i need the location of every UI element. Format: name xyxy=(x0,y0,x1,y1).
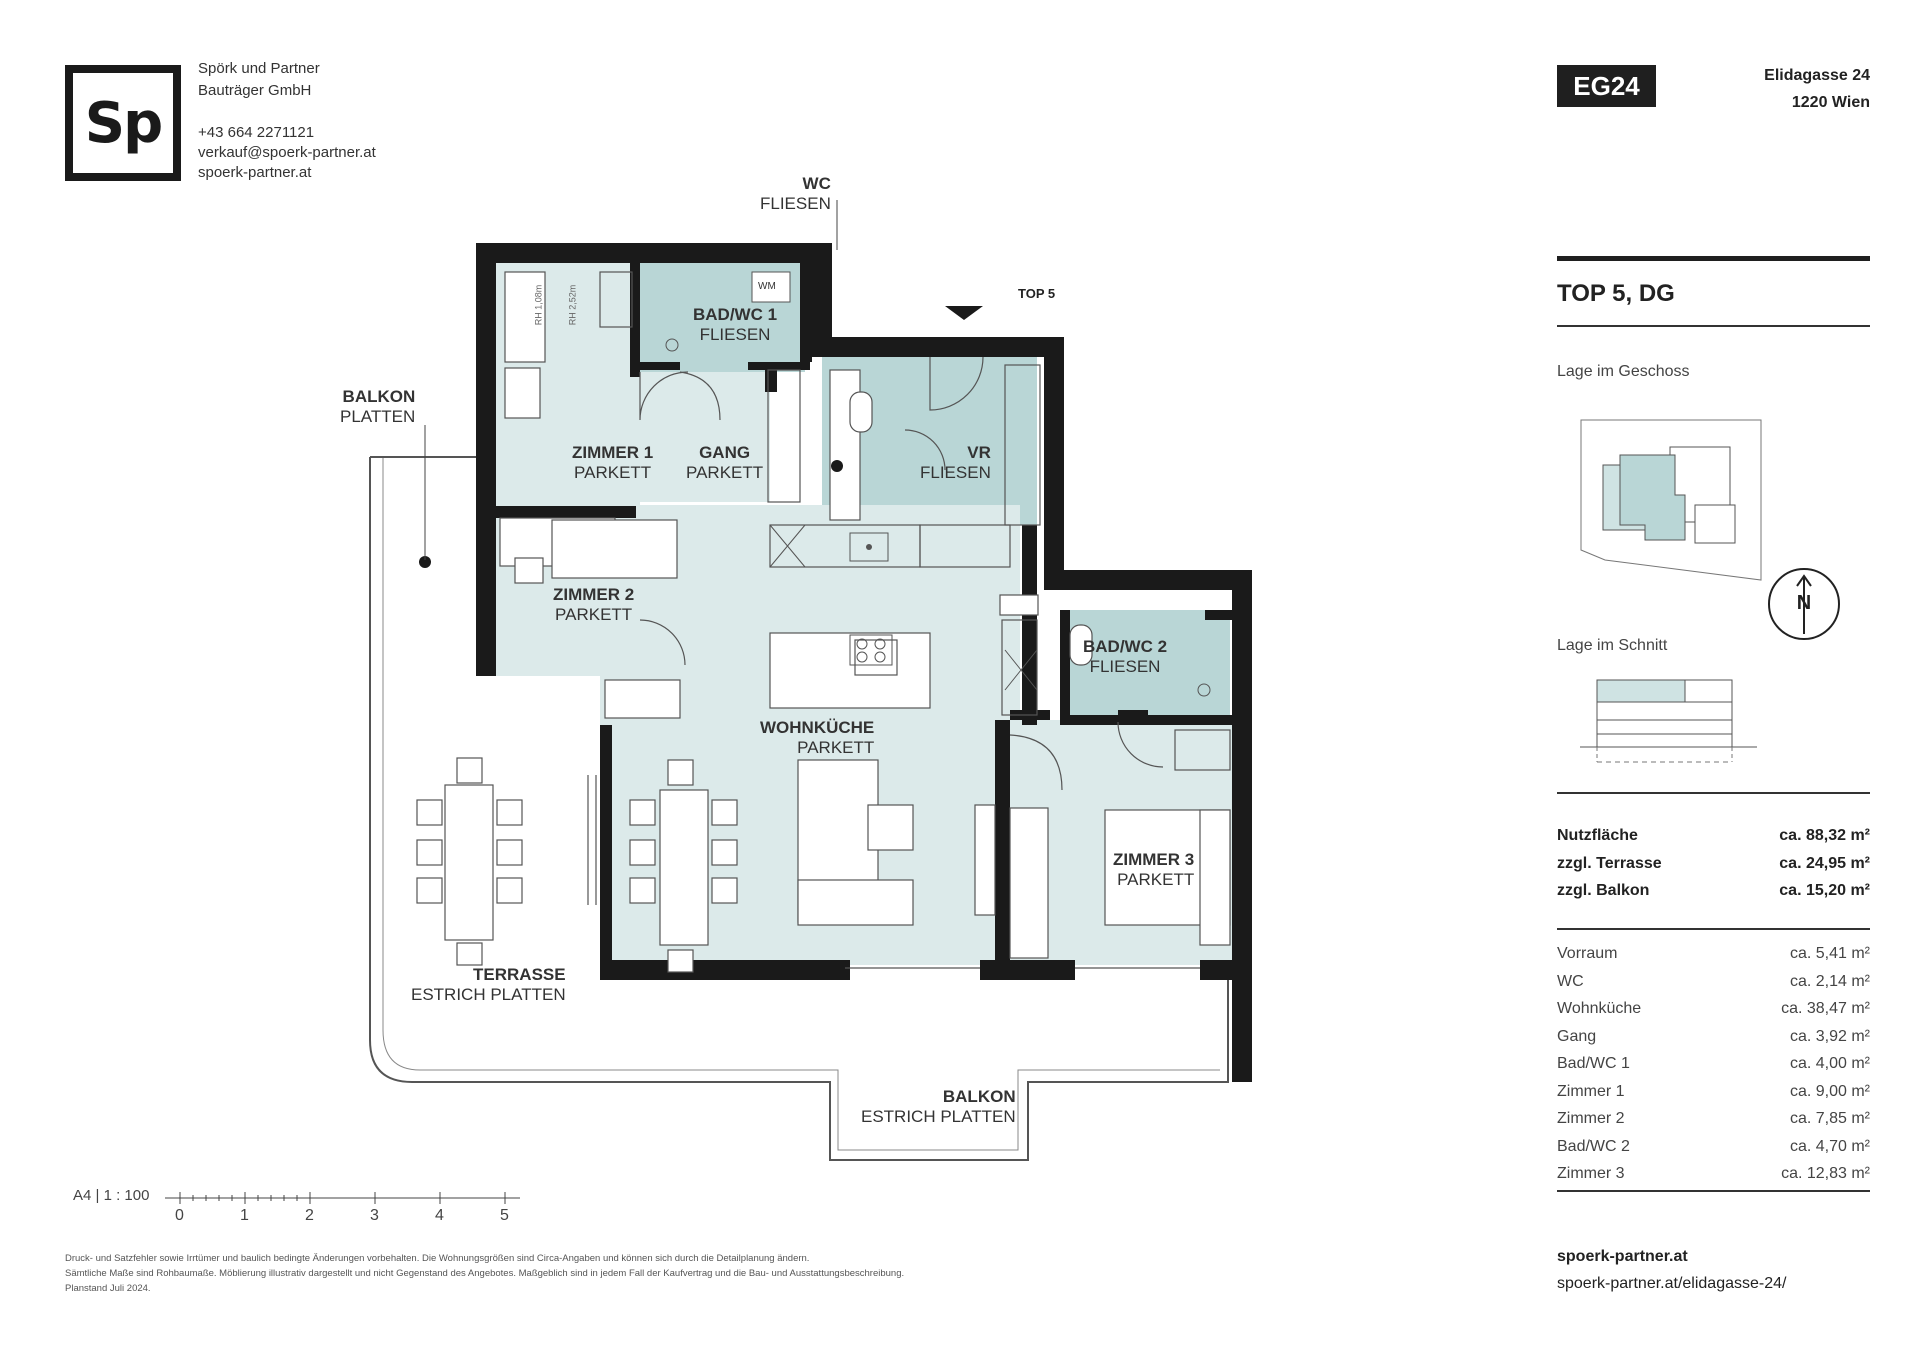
disclaimer-line2: Sämtliche Maße sind Rohbaumaße. Möblieru… xyxy=(65,1268,905,1279)
project-badge: EG24 xyxy=(1557,65,1656,107)
area-label: Vorraum xyxy=(1557,945,1618,962)
area-label: Wohnküche xyxy=(1557,1000,1642,1017)
floor-location-diagram xyxy=(1580,419,1762,581)
company-name-line1: Spörk und Partner xyxy=(198,60,320,77)
area-value: ca. 2,14 m² xyxy=(1789,972,1870,990)
area-label: Zimmer 3 xyxy=(1557,1165,1625,1182)
scale-tick-1: 1 xyxy=(240,1207,249,1224)
section-location-diagram xyxy=(1580,679,1757,763)
area-row: Zimmer 2 ca. 7,85 m² xyxy=(1557,1105,1870,1133)
area-row: Bad/WC 2 ca. 4,70 m² xyxy=(1557,1133,1870,1161)
company-name-line2: Bauträger GmbH xyxy=(198,82,312,99)
project-address: Elidagasse 24 1220 Wien xyxy=(1700,62,1870,116)
company-phone: +43 664 2271121 xyxy=(198,124,315,141)
area-value: ca. 3,92 m² xyxy=(1789,1027,1870,1045)
area-label: WC xyxy=(1557,972,1584,990)
disclaimer: Druck- und Satzfehler sowie Irrtümer und… xyxy=(65,1251,1065,1296)
area-row: Gang ca. 3,92 m² xyxy=(1557,1023,1870,1051)
company-name: Spörk und Partner Bauträger GmbH xyxy=(198,58,320,102)
entry-label: TOP 5 xyxy=(1018,286,1056,301)
area-label: Zimmer 2 xyxy=(1557,1110,1625,1127)
area-row: Bad/WC 1 ca. 4,00 m² xyxy=(1557,1050,1870,1078)
area-row: Wohnküche ca. 38,47 m² xyxy=(1557,995,1870,1023)
areas-rooms-list: Vorraum ca. 5,41 m² WC ca. 2,14 m² Wohnküche… xyxy=(1557,940,1870,1188)
area-label: zzgl. Balkon xyxy=(1557,882,1650,899)
footer-url-link[interactable]: spoerk-partner.at/elidagasse-24/ xyxy=(1557,1275,1787,1292)
scale-tick-4: 4 xyxy=(435,1207,444,1224)
area-label: Zimmer 1 xyxy=(1557,1082,1625,1100)
company-contact: +43 664 2271121 verkauf@spoerk-partner.a… xyxy=(198,123,376,183)
areas-middle-rule xyxy=(1557,928,1870,930)
area-value: ca. 15,20 m² xyxy=(1779,882,1870,899)
area-row: Nutzfläche ca. 88,32 m² xyxy=(1557,822,1870,850)
areas-bottom-rule xyxy=(1557,1190,1870,1192)
area-label: Nutzfläche xyxy=(1557,827,1638,844)
disclaimer-line1: Druck- und Satzfehler sowie Irrtümer und… xyxy=(65,1253,810,1264)
disclaimer-line3: Planstand Juli 2024. xyxy=(65,1283,151,1294)
rh-label-2: RH 2,52m xyxy=(567,284,578,326)
company-web: spoerk-partner.at xyxy=(198,164,312,181)
floor-plan xyxy=(369,200,1252,1161)
area-value: ca. 4,00 m² xyxy=(1789,1055,1870,1072)
area-row: Zimmer 1 ca. 9,00 m² xyxy=(1557,1078,1870,1106)
area-label: Bad/WC 1 xyxy=(1557,1055,1630,1072)
address-city: 1220 Wien xyxy=(1791,94,1870,111)
scale-bar xyxy=(165,1192,520,1204)
north-label: N xyxy=(1796,592,1812,614)
logo-text: Sp xyxy=(84,90,163,156)
area-value: ca. 38,47 m² xyxy=(1781,1000,1870,1017)
area-value: ca. 4,70 m² xyxy=(1789,1137,1870,1155)
areas-summary: Nutzfläche ca. 88,32 m² zzgl. Terrasse ca. … xyxy=(1557,822,1870,905)
title-rule xyxy=(1557,256,1870,261)
scale-tick-3: 3 xyxy=(370,1207,379,1224)
address-street: Elidagasse 24 xyxy=(1764,67,1870,84)
area-label: Bad/WC 2 xyxy=(1557,1137,1630,1155)
scale-tick-2: 2 xyxy=(305,1207,314,1224)
company-logo: Sp xyxy=(65,65,181,181)
lage-schnitt-label: Lage im Schnitt xyxy=(1557,637,1668,654)
company-email: verkauf@spoerk-partner.at xyxy=(198,144,376,161)
areas-top-rule xyxy=(1557,792,1870,794)
rh-label-1: RH 1,08m xyxy=(533,284,544,326)
area-value: ca. 88,32 m² xyxy=(1779,827,1870,844)
area-row: zzgl. Terrasse ca. 24,95 m² xyxy=(1557,850,1870,878)
area-value: ca. 12,83 m² xyxy=(1781,1165,1870,1182)
area-value: ca. 5,41 m² xyxy=(1789,945,1870,962)
area-label: zzgl. Terrasse xyxy=(1557,854,1662,872)
scale-tick-5: 5 xyxy=(500,1207,509,1224)
area-row: WC ca. 2,14 m² xyxy=(1557,968,1870,996)
area-value: ca. 9,00 m² xyxy=(1789,1082,1870,1100)
title-bottom-rule xyxy=(1557,325,1870,327)
footer-site-link[interactable]: spoerk-partner.at xyxy=(1557,1248,1688,1265)
area-value: ca. 7,85 m² xyxy=(1789,1110,1870,1127)
area-label: Gang xyxy=(1557,1027,1597,1045)
wm-label: WM xyxy=(758,281,776,292)
area-row: Vorraum ca. 5,41 m² xyxy=(1557,940,1870,968)
area-value: ca. 24,95 m² xyxy=(1779,854,1870,872)
scale-label: A4 | 1 : 100 xyxy=(73,1187,150,1204)
lage-geschoss-label: Lage im Geschoss xyxy=(1557,363,1690,380)
unit-title: TOP 5, DG xyxy=(1557,280,1675,307)
area-row: Zimmer 3 ca. 12,83 m² xyxy=(1557,1160,1870,1188)
scale-tick-0: 0 xyxy=(175,1207,184,1224)
north-arrow-icon: N xyxy=(1768,568,1840,640)
area-row: zzgl. Balkon ca. 15,20 m² xyxy=(1557,877,1870,905)
